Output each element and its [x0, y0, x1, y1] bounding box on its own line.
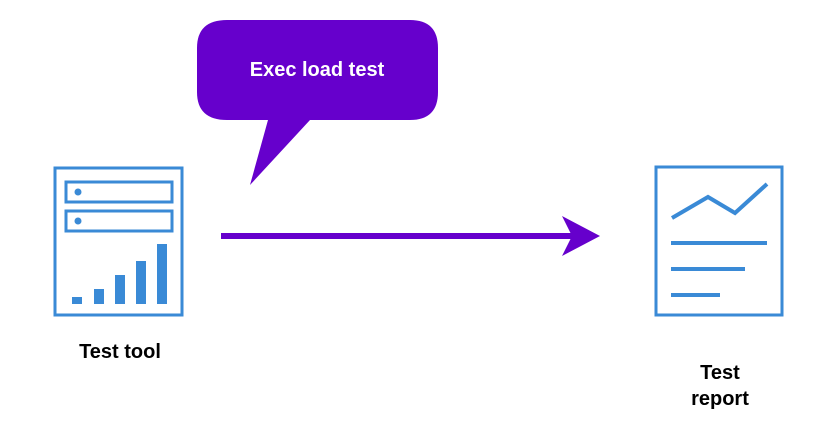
- speech-bubble: [197, 20, 438, 185]
- tool-server-led-2: [74, 217, 82, 225]
- arrow-right-icon: [221, 216, 600, 256]
- tool-bar-2: [94, 289, 104, 304]
- bubble-text: Exec load test: [249, 58, 385, 81]
- tool-bar-5: [157, 244, 167, 304]
- tool-server-slot-1: [64, 180, 174, 204]
- tool-frame: [53, 166, 184, 317]
- speech-bubble-shape: [197, 20, 438, 185]
- tool-bar-3: [115, 275, 125, 304]
- tool-server-slot-2: [64, 209, 174, 233]
- tool-bar-chart: [72, 244, 167, 304]
- tool-server-led-1: [74, 188, 82, 196]
- tool-bar-1: [72, 297, 82, 304]
- line-chart-report-icon: [654, 165, 784, 317]
- report-trend-line: [670, 182, 769, 220]
- arrow-head: [562, 216, 600, 256]
- tool-label: Test tool: [79, 341, 161, 363]
- report-frame: [654, 165, 784, 317]
- tool-bar-4: [136, 261, 146, 304]
- server-bar-chart-icon: [53, 166, 184, 317]
- report-label: Test report: [691, 362, 749, 410]
